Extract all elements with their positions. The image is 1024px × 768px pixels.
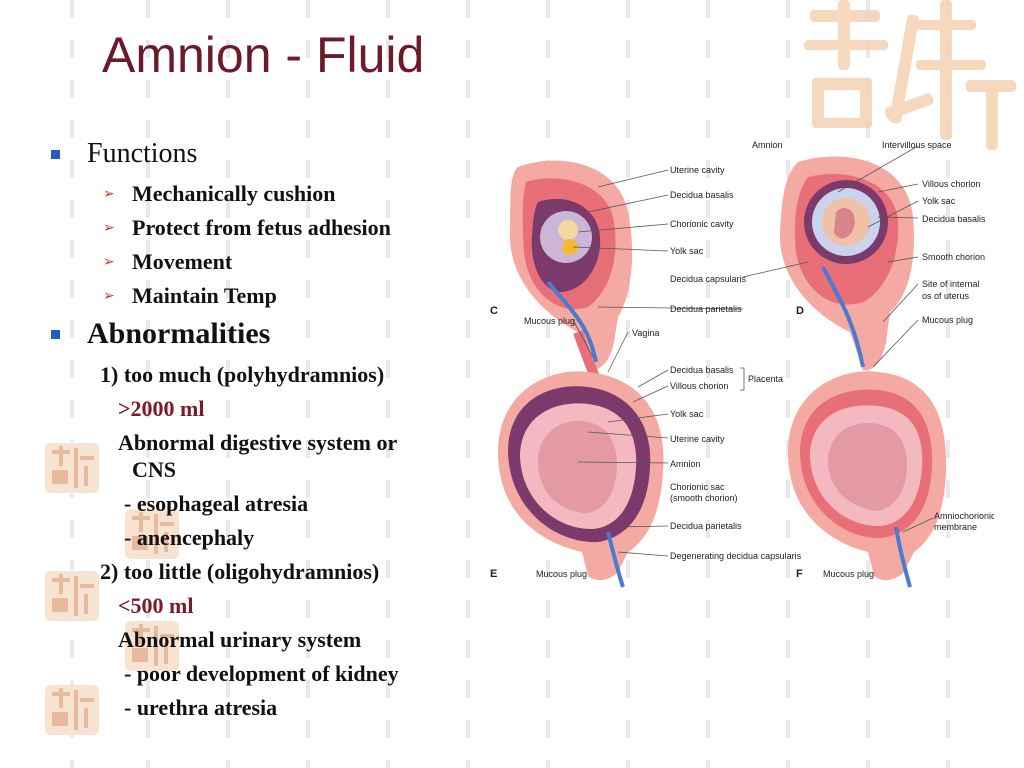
- figure-label: Chorionic cavity: [670, 219, 734, 229]
- arrow-bullet-icon: ➢: [103, 288, 115, 304]
- figure-label: membrane: [934, 522, 977, 532]
- figure-label: Decidua parietalis: [670, 304, 742, 314]
- figure-label: Chorionic sac: [670, 482, 725, 492]
- figure-label: Site of internal: [922, 279, 980, 289]
- panel-d-illustration: [779, 156, 914, 371]
- figure-label: Amnion: [670, 459, 701, 469]
- panel-c-illustration: [509, 160, 633, 404]
- polyhydramnios-cause-cont: CNS: [132, 457, 177, 482]
- figure-label: Placenta: [748, 374, 783, 384]
- figure-label: Vagina: [632, 328, 659, 338]
- panel-label: D: [796, 305, 804, 317]
- figure-label: Uterine cavity: [670, 434, 725, 444]
- decorative-seal: [804, 0, 1016, 150]
- figure-label: Mucous plug: [823, 569, 874, 579]
- figure-label: Mucous plug: [536, 569, 587, 579]
- figure-label: Yolk sac: [670, 246, 704, 256]
- figure-label: Decidua basalis: [670, 190, 734, 200]
- polyhydramnios-line: 1) too much (polyhydramnios): [100, 362, 385, 387]
- figure-label: Decidua capsularis: [670, 274, 747, 284]
- decorative-seal: [45, 571, 99, 621]
- figure-label: Villous chorion: [670, 381, 728, 391]
- figure-label: Mucous plug: [922, 315, 973, 325]
- pregnancy-stages-figure: C D E F Uterine cavity Decidua basalis C…: [490, 140, 994, 588]
- polyhydramnios-example: - esophageal atresia: [124, 491, 309, 516]
- function-item: Protect from fetus adhesion: [132, 215, 391, 240]
- functions-heading: Functions: [87, 138, 198, 169]
- figure-label: Uterine cavity: [670, 165, 725, 175]
- figure-label: Amniochorionic: [934, 511, 994, 521]
- decorative-seal: [125, 509, 179, 559]
- figure-label: Smooth chorion: [922, 252, 985, 262]
- figure-label: Amnion: [752, 140, 783, 150]
- page-title: Amnion - Fluid: [102, 27, 425, 83]
- oligohydramnios-cause: Abnormal urinary system: [118, 627, 362, 652]
- oligohydramnios-example: - poor development of kidney: [124, 661, 399, 686]
- oligohydramnios-volume: <500 ml: [118, 593, 194, 618]
- arrow-bullet-icon: ➢: [103, 186, 115, 202]
- figure-label: Villous chorion: [922, 179, 980, 189]
- arrow-bullet-icon: ➢: [103, 220, 115, 236]
- figure-label: (smooth chorion): [670, 493, 738, 503]
- oligohydramnios-line: 2) too little (oligohydramnios): [100, 559, 380, 584]
- decorative-seal: [45, 443, 99, 493]
- figure-label: os of uterus: [922, 291, 970, 301]
- oligohydramnios-example: - urethra atresia: [124, 695, 278, 720]
- abnormalities-heading: Abnormalities: [87, 317, 271, 350]
- bullet-square-icon: [51, 330, 60, 339]
- panel-f-illustration: [788, 371, 947, 588]
- panel-e-illustration: [498, 371, 664, 588]
- polyhydramnios-volume: >2000 ml: [118, 396, 205, 421]
- function-item: Maintain Temp: [132, 283, 277, 308]
- decorative-seal: [45, 685, 99, 735]
- figure-label: Decidua parietalis: [670, 521, 742, 531]
- figure-label: Decidua basalis: [922, 214, 986, 224]
- bullet-square-icon: [51, 150, 60, 159]
- figure-label: Yolk sac: [670, 409, 704, 419]
- arrow-bullet-icon: ➢: [103, 254, 115, 270]
- figure-label: Yolk sac: [922, 196, 956, 206]
- polyhydramnios-example: - anencephaly: [124, 525, 255, 550]
- function-item: Movement: [132, 249, 233, 274]
- figure-label: Mucous plug: [524, 316, 575, 326]
- panel-label: C: [490, 305, 498, 317]
- figure-label: Decidua basalis: [670, 365, 734, 375]
- figure-label: Intervillous space: [882, 140, 952, 150]
- decorative-seal: [125, 621, 179, 671]
- figure-label: Degenerating decidua capsularis: [670, 551, 802, 561]
- function-item: Mechanically cushion: [132, 181, 336, 206]
- polyhydramnios-cause: Abnormal digestive system or: [118, 430, 398, 455]
- panel-label: F: [796, 568, 803, 580]
- panel-label: E: [490, 568, 497, 580]
